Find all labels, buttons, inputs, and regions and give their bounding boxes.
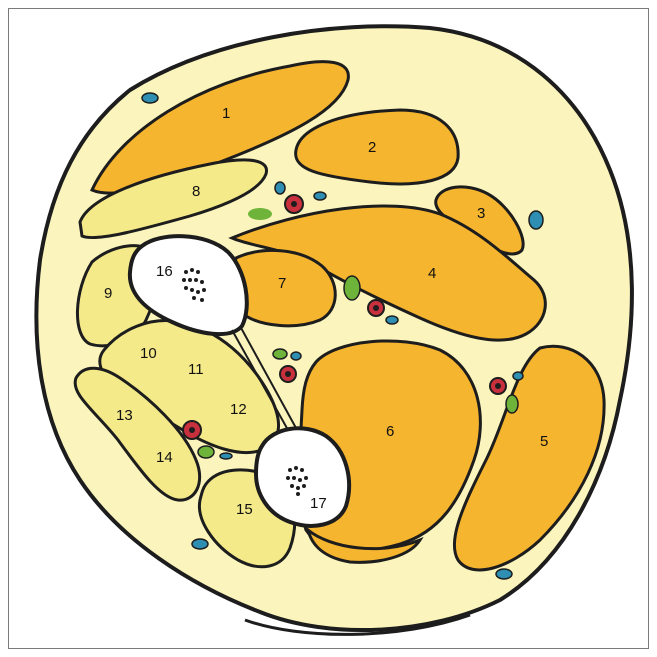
bone-17: [256, 428, 349, 526]
label-9: 9: [104, 285, 112, 302]
label-10: 10: [140, 345, 157, 362]
label-8: 8: [192, 183, 200, 200]
label-5: 5: [540, 433, 548, 450]
label-6: 6: [386, 423, 394, 440]
label-11: 11: [188, 361, 204, 378]
label-15: 15: [236, 501, 253, 518]
label-3: 3: [477, 205, 485, 222]
label-7: 7: [278, 275, 286, 292]
label-13: 13: [116, 407, 133, 424]
label-16: 16: [156, 263, 173, 280]
label-4: 4: [428, 265, 436, 282]
label-12: 12: [230, 401, 247, 418]
label-17: 17: [310, 495, 327, 512]
label-1: 1: [222, 105, 230, 122]
label-14: 14: [156, 449, 173, 466]
label-2: 2: [368, 139, 376, 156]
